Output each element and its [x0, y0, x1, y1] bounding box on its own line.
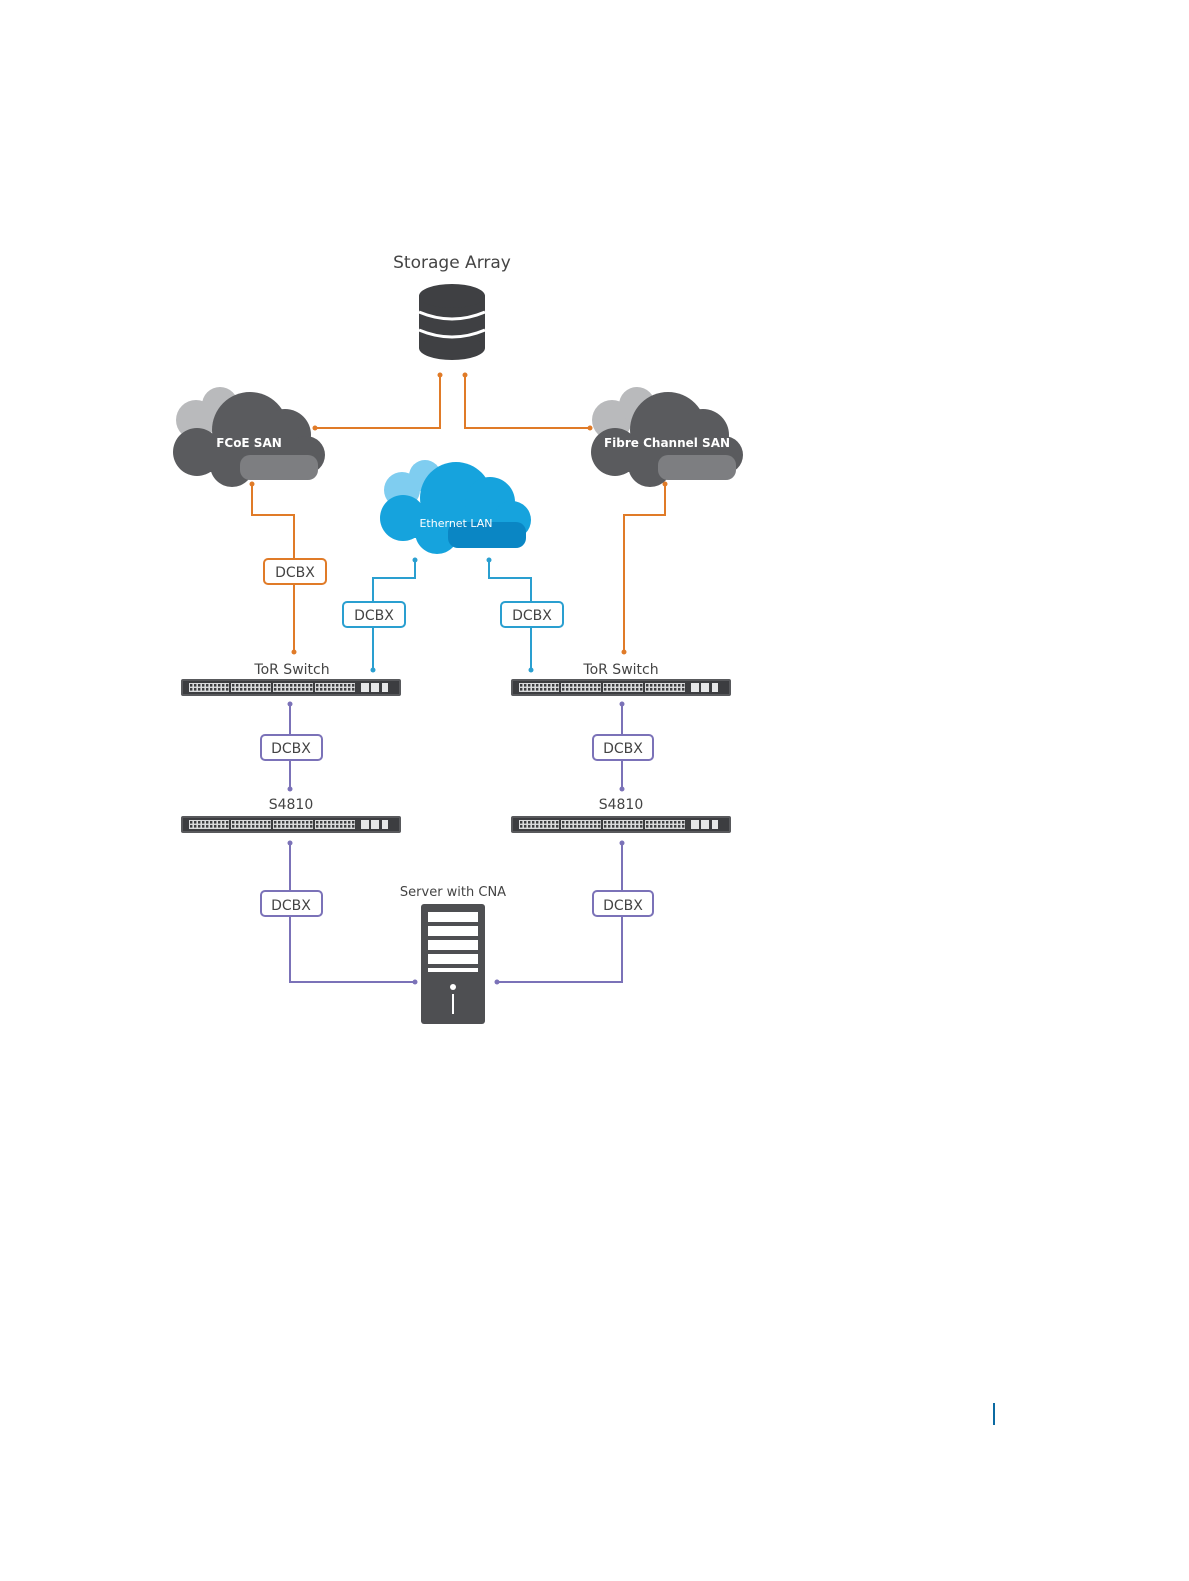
storage-link-dots: [313, 373, 593, 431]
svg-text:DCBX: DCBX: [271, 898, 311, 914]
ethernet-lan-label: Ethernet LAN: [419, 517, 492, 530]
server-icon: [421, 904, 485, 1024]
dcbx-box-tor-left: DCBX: [261, 735, 322, 760]
dcbx-box-fcoe: DCBX: [264, 559, 326, 584]
dcbx-box-lan-right: DCBX: [501, 602, 563, 627]
s4810-right-label: S4810: [599, 797, 644, 813]
fc-tor-link: [624, 484, 665, 652]
tor-switch-right-label: ToR Switch: [582, 662, 658, 678]
ethernet-lan-cloud: [380, 460, 531, 554]
tor-switch-right-icon: [511, 679, 731, 696]
storage-links: [315, 375, 590, 428]
fcoe-san-label: FCoE SAN: [216, 436, 282, 450]
page-marker: [993, 1403, 995, 1425]
s4810-left-label: S4810: [269, 797, 314, 813]
svg-text:DCBX: DCBX: [603, 898, 643, 914]
storage-array-label: Storage Array: [393, 253, 511, 273]
svg-text:DCBX: DCBX: [354, 608, 394, 624]
svg-text:DCBX: DCBX: [271, 741, 311, 757]
s4810-right-icon: [511, 816, 731, 833]
dcbx-box-lan-left: DCBX: [343, 602, 405, 627]
dcbx-box-server-left: DCBX: [261, 891, 322, 916]
tor-switch-left-label: ToR Switch: [253, 662, 329, 678]
server-label: Server with CNA: [400, 885, 506, 900]
tor-s4810-links: [290, 704, 622, 789]
fibre-channel-san-label: Fibre Channel SAN: [604, 436, 730, 450]
database-icon: [419, 284, 485, 360]
svg-text:DCBX: DCBX: [603, 741, 643, 757]
svg-text:DCBX: DCBX: [512, 608, 552, 624]
s4810-left-icon: [181, 816, 401, 833]
svg-text:DCBX: DCBX: [275, 565, 315, 581]
tor-switch-left-icon: [181, 679, 401, 696]
dcbx-box-server-right: DCBX: [593, 891, 653, 916]
dcbx-box-tor-right: DCBX: [593, 735, 653, 760]
